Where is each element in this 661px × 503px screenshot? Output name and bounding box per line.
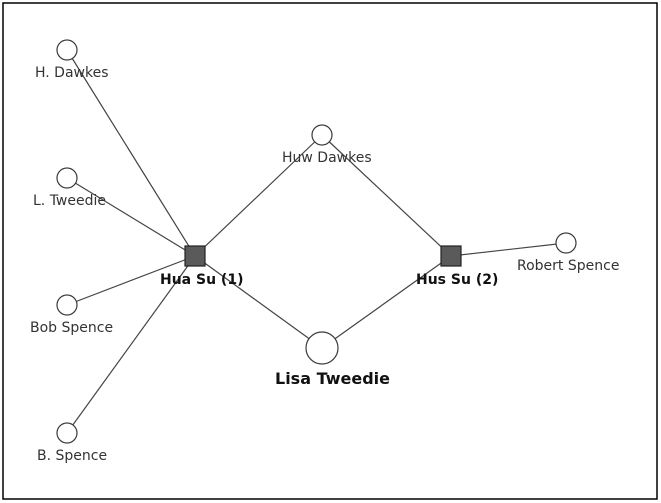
node-label-huw-dawkes: Huw Dawkes [282,150,372,166]
person-node-lisa-tweedie[interactable] [305,331,339,365]
edge-hus-su-2-to-robert-spence [450,242,567,257]
edge-hua-su-1-to-l-tweedie [66,177,196,257]
node-label-h-dawkes: H. Dawkes [35,65,109,81]
node-label-b-spence: B. Spence [37,448,107,464]
node-label-hus-su-2: Hus Su (2) [416,272,498,288]
person-node-bob-spence[interactable] [56,294,78,316]
edges-layer [66,49,567,434]
edge-hua-su-1-to-bob-spence [66,255,196,306]
edge-hua-su-1-to-h-dawkes [66,49,196,257]
edge-hua-su-1-to-lisa-tweedie [194,255,323,349]
person-node-b-spence[interactable] [56,422,78,444]
edge-hus-su-2-to-lisa-tweedie [321,255,452,349]
node-label-l-tweedie: L. Tweedie [33,193,106,209]
node-label-lisa-tweedie: Lisa Tweedie [275,369,390,388]
person-node-robert-spence[interactable] [555,232,577,254]
edge-hus-su-2-to-huw-dawkes [321,134,452,257]
edge-hua-su-1-to-huw-dawkes [194,134,323,257]
node-label-hua-su-1: Hua Su (1) [160,272,243,288]
node-label-bob-spence: Bob Spence [30,320,113,336]
hub-node-hus-su-2[interactable] [440,245,462,267]
person-node-l-tweedie[interactable] [56,167,78,189]
hub-node-hua-su-1[interactable] [184,245,206,267]
person-node-h-dawkes[interactable] [56,39,78,61]
edge-hua-su-1-to-b-spence [66,255,196,434]
nodes-layer [56,39,577,444]
node-label-robert-spence: Robert Spence [517,258,619,274]
person-node-huw-dawkes[interactable] [311,124,333,146]
